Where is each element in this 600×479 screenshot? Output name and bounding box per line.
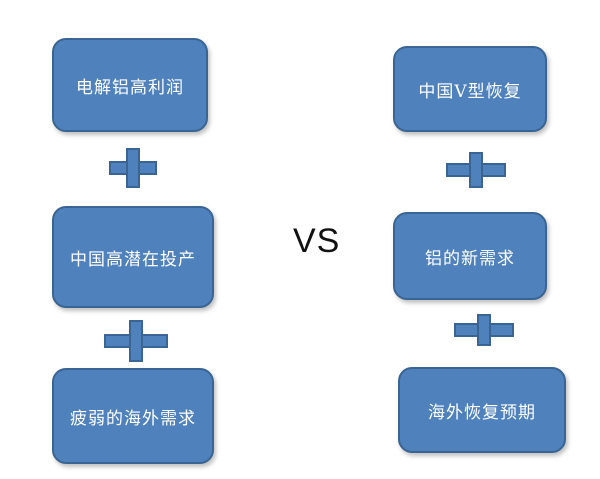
right-box-1: 中国V型恢复 bbox=[393, 46, 547, 132]
left-box-3: 疲弱的海外需求 bbox=[52, 368, 214, 464]
left-box-2-label: 中国高潜在投产 bbox=[70, 249, 196, 270]
left-box-1-label: 电解铝高利润 bbox=[76, 77, 184, 98]
right-box-3-label: 海外恢复预期 bbox=[428, 402, 536, 423]
vs-label: VS bbox=[293, 222, 341, 260]
plus-icon-right-1 bbox=[446, 152, 506, 188]
left-box-2: 中国高潜在投产 bbox=[52, 206, 214, 308]
left-box-3-label: 疲弱的海外需求 bbox=[70, 408, 196, 429]
right-box-3: 海外恢复预期 bbox=[398, 367, 566, 453]
right-box-2: 铝的新需求 bbox=[393, 212, 547, 300]
right-box-2-label: 铝的新需求 bbox=[425, 248, 515, 269]
plus-icon-right-2 bbox=[454, 314, 514, 346]
plus-icon-left-2 bbox=[104, 320, 168, 362]
right-box-1-label: 中国V型恢复 bbox=[418, 81, 522, 102]
left-box-1: 电解铝高利润 bbox=[52, 38, 208, 132]
plus-icon-left-1 bbox=[109, 148, 157, 188]
